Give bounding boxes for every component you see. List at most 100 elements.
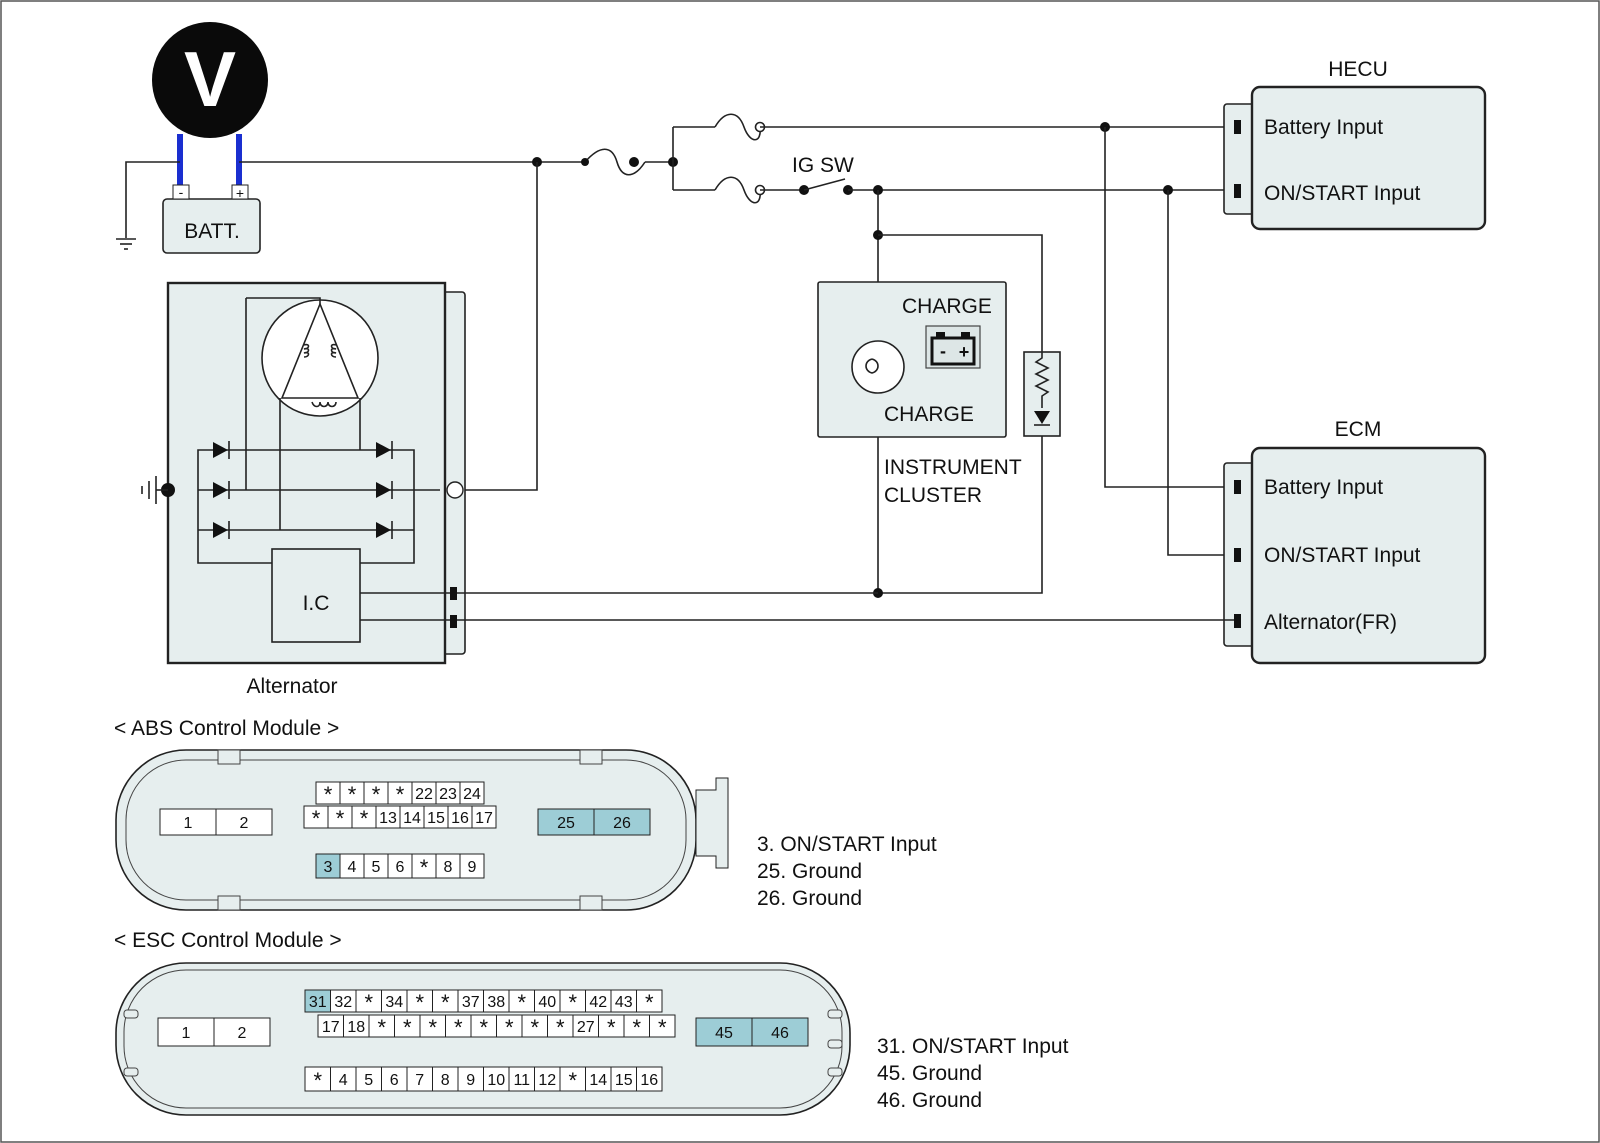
esc-pin-unused: *: [521, 1014, 548, 1040]
alternator-bplus-terminal: [446, 481, 464, 499]
abs-pin-8: 8: [435, 853, 461, 879]
ground-symbol-alternator: [141, 476, 168, 504]
instrument-cluster: CHARGE - + CHARGE INSTRUMENT CLUSTER: [817, 281, 1061, 507]
svg-text:*: *: [348, 782, 357, 807]
abs-legend-1: 25. Ground: [757, 860, 862, 883]
ground-symbol-battery: [116, 238, 136, 250]
battery-pos-terminal: [231, 184, 249, 200]
esc-pin-38: 38: [483, 989, 510, 1013]
esc-pin-42: 42: [585, 989, 612, 1013]
cluster-name-line1: INSTRUMENT: [884, 456, 1022, 479]
abs-pin-15: 15: [423, 805, 449, 829]
ecm-title: ECM: [1335, 418, 1382, 441]
abs-pin-1: 1: [159, 808, 217, 836]
esc-pin-46: 46: [751, 1017, 809, 1047]
svg-text:12: 12: [538, 1072, 556, 1089]
alternator-ic-label: I.C: [303, 592, 330, 615]
abs-pin-25: 25: [537, 808, 595, 836]
svg-text:26: 26: [613, 815, 631, 832]
svg-text:*: *: [336, 806, 345, 831]
cluster-charge-bottom: CHARGE: [884, 403, 974, 426]
svg-text:16: 16: [451, 810, 469, 827]
esc-pin-unused: *: [623, 1014, 650, 1040]
svg-text:*: *: [517, 990, 526, 1015]
esc-pin-unused: *: [636, 989, 663, 1015]
abs-pin-unused: *: [363, 781, 389, 807]
esc-pin-31: 31: [304, 989, 331, 1013]
resistor-diode: [1023, 351, 1061, 437]
svg-text:4: 4: [348, 859, 357, 876]
svg-text:*: *: [403, 1015, 412, 1040]
esc-pin-45: 45: [695, 1017, 753, 1047]
svg-text:8: 8: [441, 1072, 450, 1089]
svg-text:38: 38: [487, 994, 505, 1011]
svg-text:7: 7: [415, 1072, 424, 1089]
esc-pin-16: 16: [636, 1066, 663, 1092]
esc-pin-7: 7: [406, 1066, 433, 1092]
esc-pin-1: 1: [157, 1017, 215, 1047]
battery-warning-icon: - +: [925, 325, 981, 369]
ecm-module: ECM Battery Input ON/START Input Alterna…: [1223, 418, 1487, 665]
abs-pin-14: 14: [399, 805, 425, 829]
svg-text:22: 22: [415, 786, 433, 803]
svg-text:*: *: [645, 990, 654, 1015]
battery-pos-sign: +: [236, 185, 244, 201]
svg-text:*: *: [530, 1015, 539, 1040]
svg-text:*: *: [479, 1015, 488, 1040]
svg-text:*: *: [372, 782, 381, 807]
ecm-pin-onstart: ON/START Input: [1264, 544, 1421, 567]
abs-title: < ABS Control Module >: [114, 717, 339, 740]
svg-text:*: *: [632, 1015, 641, 1040]
svg-text:+: +: [959, 342, 970, 362]
esc-pin-40: 40: [534, 989, 561, 1013]
esc-pin-27: 27: [572, 1014, 599, 1038]
svg-text:*: *: [312, 806, 321, 831]
svg-text:2: 2: [240, 815, 249, 832]
svg-text:*: *: [556, 1015, 565, 1040]
svg-text:*: *: [396, 782, 405, 807]
esc-pin-unused: *: [598, 1014, 625, 1040]
esc-pin-unused: *: [432, 989, 459, 1015]
esc-pin-5: 5: [355, 1066, 382, 1092]
svg-text:43: 43: [615, 994, 633, 1011]
esc-pin-14: 14: [585, 1066, 612, 1092]
svg-text:*: *: [415, 990, 424, 1015]
svg-text:*: *: [505, 1015, 514, 1040]
abs-pin-unused: *: [411, 853, 437, 880]
svg-text:*: *: [454, 1015, 463, 1040]
svg-text:18: 18: [347, 1019, 365, 1036]
esc-pin-unused: *: [355, 989, 382, 1015]
svg-text:2: 2: [238, 1025, 247, 1042]
abs-pin-26: 26: [593, 808, 651, 836]
alternator-label: Alternator: [246, 675, 337, 698]
voltmeter-icon: [152, 22, 268, 138]
hecu-pin-battery: Battery Input: [1264, 116, 1383, 139]
abs-pin-23: 23: [435, 781, 461, 805]
svg-text:9: 9: [466, 1072, 475, 1089]
abs-pin-unused: *: [351, 805, 377, 831]
battery-body: [162, 198, 261, 254]
esc-pin-unused: *: [496, 1014, 523, 1040]
esc-pin-32: 32: [330, 989, 357, 1013]
battery: - + BATT.: [162, 184, 261, 254]
esc-pin-10: 10: [483, 1066, 510, 1092]
esc-legend-0: 31. ON/START Input: [877, 1035, 1069, 1058]
abs-pin-16: 16: [447, 805, 473, 829]
battery-neg-sign: -: [179, 184, 184, 200]
abs-legend-0: 3. ON/START Input: [757, 833, 937, 856]
svg-text:32: 32: [334, 994, 352, 1011]
fuse-ignition: [714, 176, 761, 204]
svg-text:24: 24: [463, 786, 481, 803]
svg-text:3: 3: [324, 859, 333, 876]
abs-legend-2: 26. Ground: [757, 887, 862, 910]
esc-pin-unused: *: [368, 1014, 395, 1040]
svg-text:*: *: [607, 1015, 616, 1040]
abs-pin-4: 4: [339, 853, 365, 879]
svg-text:15: 15: [615, 1072, 633, 1089]
svg-text:17: 17: [322, 1019, 340, 1036]
svg-text:16: 16: [640, 1072, 658, 1089]
esc-legend-2: 46. Ground: [877, 1089, 982, 1112]
svg-text:9: 9: [468, 859, 477, 876]
esc-pin-8: 8: [432, 1066, 459, 1092]
